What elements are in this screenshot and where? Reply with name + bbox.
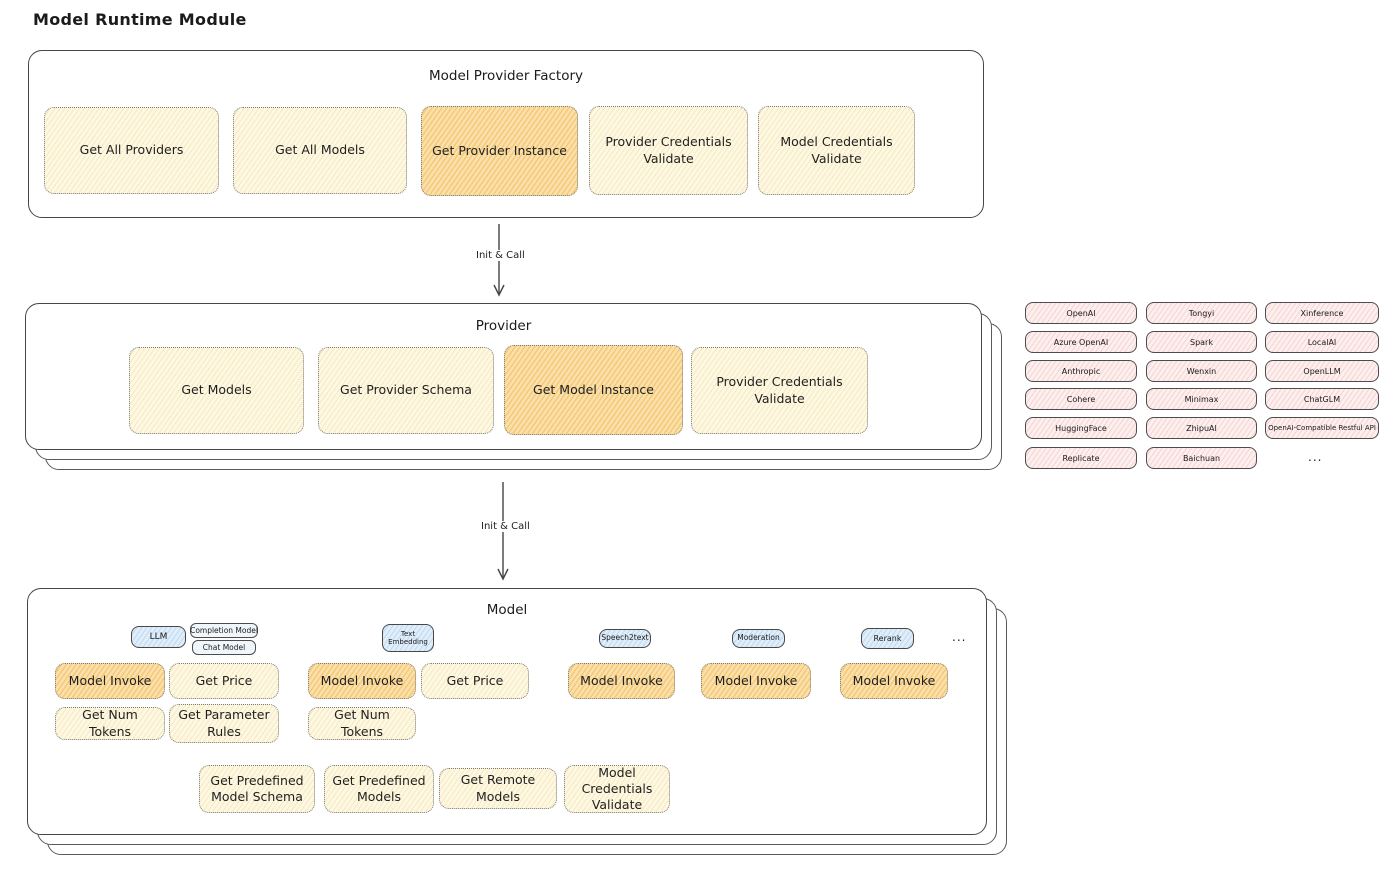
node-model-invoke-moderation: Model Invoke [701, 663, 811, 699]
provider-title: Provider [475, 318, 532, 334]
provider-pill: Azure OpenAI [1025, 331, 1137, 353]
model-types-more-ellipsis: ... [952, 630, 967, 644]
node-get-parameter-rules: Get Parameter Rules [169, 704, 279, 743]
tag-completion-model: Completion Model [190, 623, 258, 638]
provider-pill: ChatGLM [1265, 388, 1379, 410]
node-model-invoke-embedding: Model Invoke [308, 663, 416, 699]
factory-title: Model Provider Factory [428, 68, 583, 84]
provider-pill: Tongyi [1146, 302, 1257, 324]
providers-more-ellipsis: ... [1308, 450, 1323, 464]
node-get-model-instance: Get Model Instance [504, 345, 683, 435]
provider-pill: OpenAI [1025, 302, 1137, 324]
node-provider-credentials-validate: Provider Credentials Validate [589, 106, 748, 195]
node-model-invoke-llm: Model Invoke [55, 663, 165, 699]
page-title: Model Runtime Module [33, 10, 247, 29]
provider-pill: ZhipuAI [1146, 417, 1257, 439]
node-get-num-tokens-embedding: Get Num Tokens [308, 707, 416, 740]
provider-pill: Wenxin [1146, 360, 1257, 382]
provider-pill: Anthropic [1025, 360, 1137, 382]
node-get-provider-schema: Get Provider Schema [318, 347, 494, 434]
provider-pill: LocalAI [1265, 331, 1379, 353]
provider-pill: OpenLLM [1265, 360, 1379, 382]
node-get-all-models: Get All Models [233, 107, 407, 194]
arrow-down-icon [497, 482, 509, 581]
provider-pill: Cohere [1025, 388, 1137, 410]
node-model-credentials-validate-2: Model Credentials Validate [564, 765, 670, 813]
provider-pill: Xinference [1265, 302, 1379, 324]
node-get-remote-models: Get Remote Models [439, 768, 557, 809]
model-title: Model [486, 602, 528, 618]
tag-moderation: Moderation [732, 629, 785, 648]
provider-container: Provider Get Models Get Provider Schema … [25, 303, 982, 450]
arrow-down-icon [493, 224, 505, 297]
node-model-invoke-speech2text: Model Invoke [568, 663, 675, 699]
node-get-predefined-models: Get Predefined Models [324, 765, 434, 813]
factory-container: Model Provider Factory Get All Providers… [28, 50, 984, 218]
node-get-models: Get Models [129, 347, 304, 434]
tag-chat-model: Chat Model [192, 640, 256, 655]
provider-pill: Baichuan [1146, 447, 1257, 469]
provider-pill: Spark [1146, 331, 1257, 353]
node-get-price-llm: Get Price [169, 663, 279, 699]
provider-pill: Minimax [1146, 388, 1257, 410]
node-model-credentials-validate: Model Credentials Validate [758, 106, 915, 195]
node-provider-credentials-validate-2: Provider Credentials Validate [691, 347, 868, 434]
tag-llm: LLM [131, 626, 186, 648]
model-container: Model LLM Completion Model Chat Model Te… [27, 588, 987, 835]
node-get-num-tokens-llm: Get Num Tokens [55, 707, 165, 740]
node-get-all-providers: Get All Providers [44, 107, 219, 194]
node-get-provider-instance: Get Provider Instance [421, 106, 578, 196]
node-get-price-embedding: Get Price [421, 663, 529, 699]
provider-pill: Replicate [1025, 447, 1137, 469]
node-model-invoke-rerank: Model Invoke [840, 663, 948, 699]
provider-pill: OpenAI-Compatible Restful API [1265, 417, 1379, 439]
providers-grid: OpenAI Tongyi Xinference Azure OpenAI Sp… [1025, 302, 1381, 474]
arrow1-label: Init & Call [473, 250, 528, 261]
tag-text-embedding: Text Embedding [382, 624, 434, 652]
provider-pill: HuggingFace [1025, 417, 1137, 439]
arrow2-label: Init & Call [478, 521, 533, 532]
node-get-predefined-model-schema: Get Predefined Model Schema [199, 765, 315, 813]
tag-speech2text: Speech2text [599, 629, 651, 648]
tag-rerank: Rerank [861, 628, 914, 649]
